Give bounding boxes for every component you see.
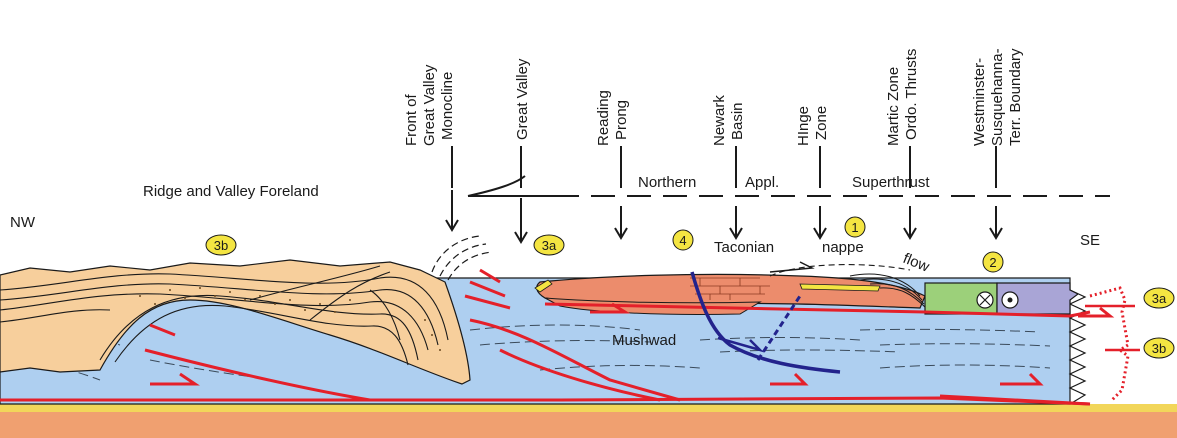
column-label-line: Susquehanna- <box>989 48 1006 146</box>
column-label-front-of-great-valley-monocline: Front of Great Valley Monocline <box>403 64 456 146</box>
direction-se: SE <box>1080 232 1100 249</box>
badge-text: 3b <box>214 238 228 253</box>
basement-top-layer <box>0 404 1177 412</box>
column-label-westminster-boundary: Westminster- Susquehanna- Terr. Boundary <box>971 48 1024 146</box>
column-label-line: Reading <box>595 90 612 146</box>
column-label-line: Zone <box>813 106 830 140</box>
superthrust-word-northern: Northern <box>638 174 696 191</box>
column-label-reading-prong: Reading Prong <box>595 90 630 146</box>
badge-3a-mid: 3a <box>534 235 564 255</box>
foreland-label: Ridge and Valley Foreland <box>143 183 319 200</box>
column-label-line: Great Valley <box>421 64 438 146</box>
badge-text: 2 <box>989 255 996 270</box>
column-label-line: HInge <box>795 106 812 146</box>
column-label-newark-basin: Newark Basin <box>711 95 746 146</box>
badge-4: 4 <box>673 230 693 250</box>
badge-text: 1 <box>851 220 858 235</box>
superthrust-line <box>468 176 1110 196</box>
column-label-line: Ordo. Thrusts <box>903 49 920 140</box>
basement-layer <box>0 412 1177 438</box>
nappe-word-nappe: nappe <box>822 239 864 256</box>
column-arrows <box>446 146 1002 242</box>
column-label-line: Great Valley <box>514 58 531 140</box>
badge-3a-right: 3a <box>1144 288 1174 308</box>
column-label-martic-zone: Martic Zone Ordo. Thrusts <box>885 49 920 146</box>
column-label-line: Newark <box>711 95 728 146</box>
badge-text: 3a <box>542 238 557 253</box>
badge-text: 3b <box>1152 341 1166 356</box>
badge-1: 1 <box>845 217 865 237</box>
section-edge <box>1070 290 1085 404</box>
mushwad-label: Mushwad <box>612 332 676 349</box>
column-label-line: Terr. Boundary <box>1007 48 1024 146</box>
column-label-line: Martic Zone <box>885 67 902 146</box>
superthrust-word-superthrust: Superthrust <box>852 174 930 191</box>
column-label-hinge-zone: HInge Zone <box>795 106 830 146</box>
badge-text: 4 <box>679 233 686 248</box>
badge-text: 3a <box>1152 291 1167 306</box>
column-label-line: Westminster- <box>971 58 988 146</box>
superthrust-word-appl: Appl. <box>745 174 779 191</box>
nappe-word-taconian: Taconian <box>714 239 774 256</box>
column-label-line: Prong <box>613 100 630 140</box>
nappe-direction-arrow <box>770 262 812 272</box>
badge-3b-left: 3b <box>206 235 236 255</box>
badge-2: 2 <box>983 252 1003 272</box>
column-label-line: Front of <box>403 93 420 146</box>
nappe-word-flow: flow <box>901 250 932 276</box>
badge-3b-right: 3b <box>1144 338 1174 358</box>
column-label-line: Basin <box>729 102 746 140</box>
out-of-page-symbol <box>977 292 993 308</box>
column-label-line: Monocline <box>439 72 456 140</box>
column-label-great-valley: Great Valley <box>514 58 531 140</box>
direction-nw: NW <box>10 214 36 231</box>
into-page-symbol <box>1002 292 1018 308</box>
